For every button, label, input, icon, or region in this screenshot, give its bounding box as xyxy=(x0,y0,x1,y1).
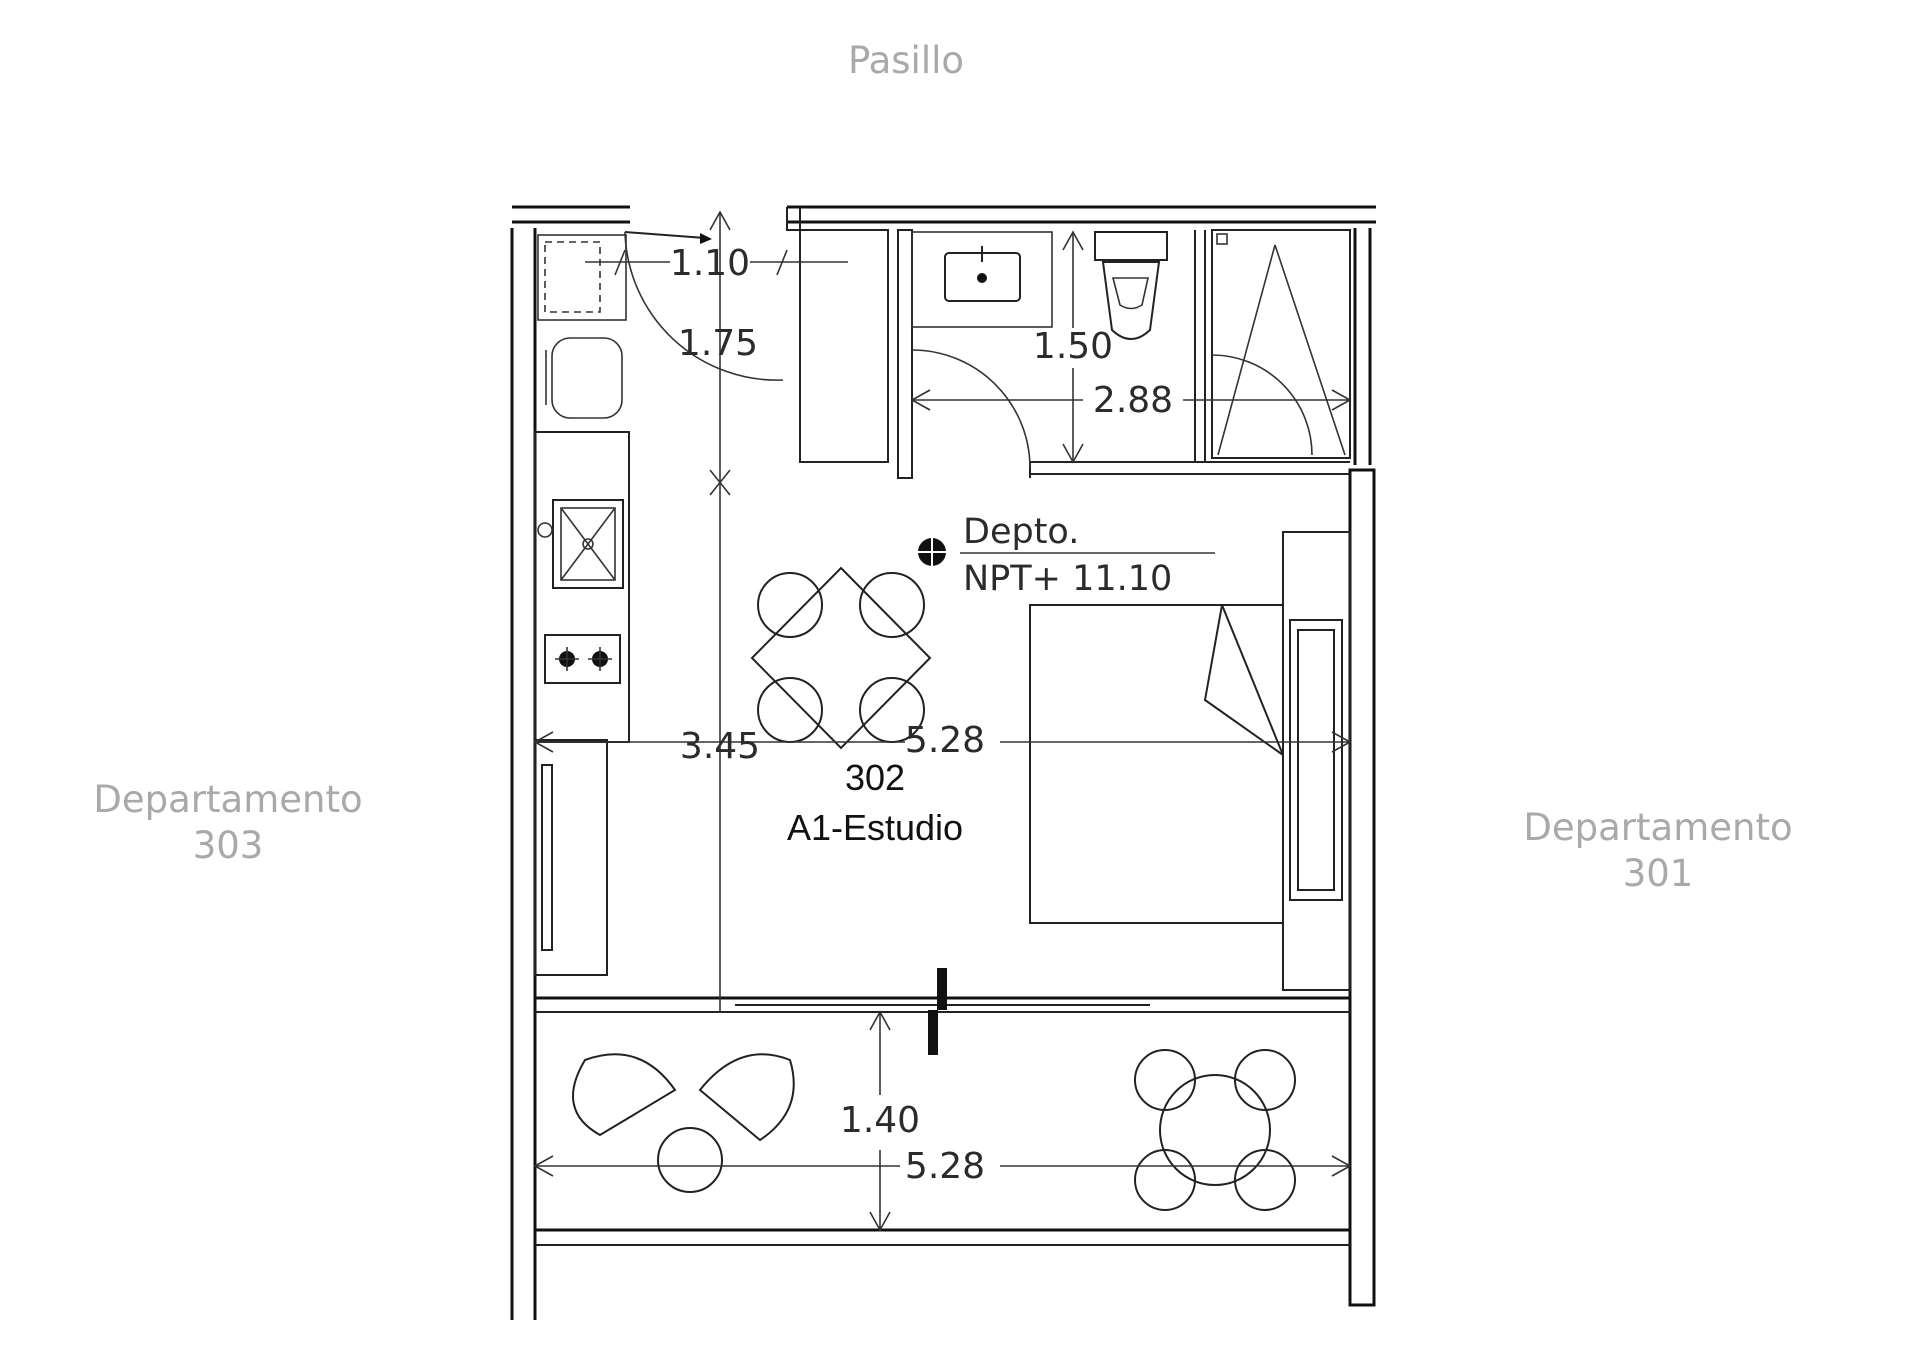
interior-partitions xyxy=(534,207,1351,1246)
level-value: NPT+ 11.10 xyxy=(963,559,1172,599)
level-title: Depto. xyxy=(963,512,1079,552)
corridor-label: Pasillo xyxy=(848,39,964,82)
toilet xyxy=(1094,231,1168,340)
bathroom-door xyxy=(911,349,1031,472)
terrace-dining-set xyxy=(1134,1049,1296,1211)
dim-balcony-width: 5.28 xyxy=(905,1146,985,1187)
dining-chairs xyxy=(757,572,925,743)
level-marker xyxy=(918,538,1215,566)
dining-table xyxy=(750,566,932,750)
dim-bath-width: 2.88 xyxy=(1093,380,1173,421)
left-unit-number: 303 xyxy=(193,824,264,867)
dim-entry-depth: 1.75 xyxy=(678,323,758,364)
cooktop xyxy=(544,634,621,684)
bed xyxy=(1029,604,1284,924)
unit-type: A1-Estudio xyxy=(787,807,963,848)
entry-door xyxy=(624,231,784,381)
dim-living-depth: 3.45 xyxy=(680,726,760,767)
dim-bath-depth: 1.50 xyxy=(1033,326,1113,367)
terrace-lounge-chairs xyxy=(572,1053,795,1193)
right-unit-label: Departamento xyxy=(1523,806,1792,849)
unit-number: 302 xyxy=(845,757,905,798)
dim-living-width: 5.28 xyxy=(905,720,985,761)
kitchen-sink xyxy=(537,499,624,589)
shower xyxy=(1211,229,1351,459)
dimension-lines xyxy=(533,210,1352,1232)
refrigerator xyxy=(545,337,623,419)
dim-entry-width: 1.10 xyxy=(670,243,750,284)
dim-balcony-depth: 1.40 xyxy=(840,1100,920,1141)
left-unit-label: Departamento xyxy=(93,778,362,821)
bathroom-sink xyxy=(911,231,1053,328)
washer xyxy=(537,234,627,321)
right-unit-number: 301 xyxy=(1623,852,1694,895)
